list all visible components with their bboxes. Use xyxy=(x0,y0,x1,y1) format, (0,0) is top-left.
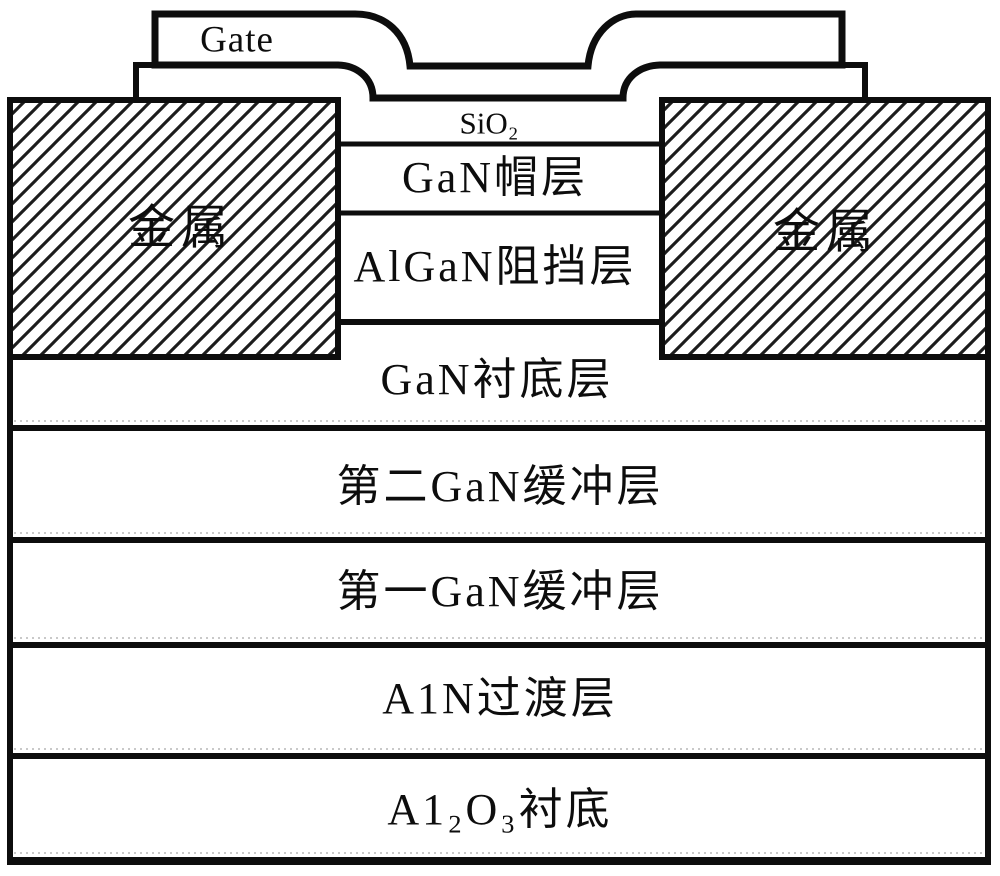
first-gan-buffer-layer-label: 第一GaN缓冲层 xyxy=(336,567,664,616)
gan-cap-layer-label: GaN帽层 xyxy=(401,153,589,202)
layer-boundary-lines xyxy=(7,97,991,865)
algan-barrier-layer-label: AlGaN阻挡层 xyxy=(353,242,637,291)
gate-label: Gate xyxy=(200,19,274,61)
aln-transition-layer-label: A1N过渡层 xyxy=(382,674,618,723)
gate-electrode-shape xyxy=(151,10,846,102)
metal-contact-left-hatch xyxy=(10,100,338,357)
second-gan-buffer-layer-label: 第二GaN缓冲层 xyxy=(336,462,664,511)
gan-substrate-layer-label: GaN衬底层 xyxy=(380,355,614,404)
metal-left-label: 金属 xyxy=(128,202,234,255)
metal-right-label: 金属 xyxy=(773,206,879,259)
metal-contact-right-hatch xyxy=(662,100,988,357)
al2o3-substrate-label: A1₂O₃衬底 xyxy=(387,785,613,834)
sio2-passivation-label: SiO₂ xyxy=(459,105,519,141)
